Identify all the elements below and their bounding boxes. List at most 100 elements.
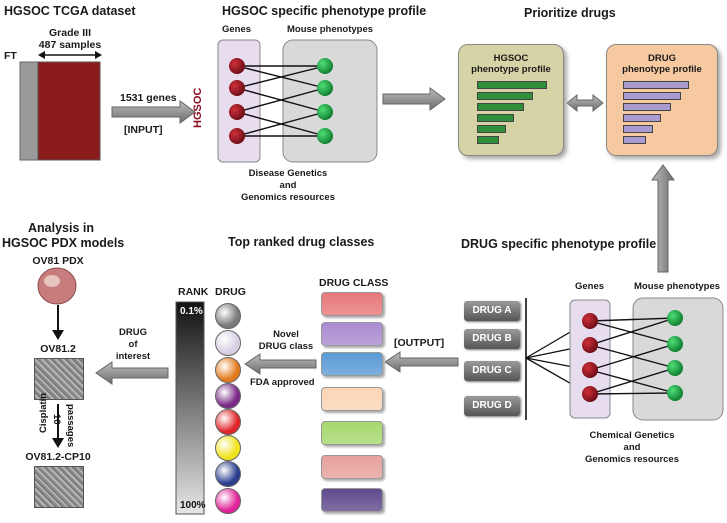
gene-panel-drug (569, 299, 611, 419)
output-label: [OUTPUT] (394, 337, 445, 349)
profile-bar (623, 136, 646, 144)
disease-resources-line3: Genomics resources (241, 192, 335, 203)
ov812-cp10-image (34, 466, 84, 508)
hgsoc-profile-title: HGSOC specific phenotype profile (222, 4, 427, 18)
profile-bar (477, 136, 499, 144)
edges-drug (589, 317, 676, 395)
analysis-title-line2: HGSOC PDX models (2, 236, 125, 250)
profile-bar (477, 103, 524, 111)
profile-arrow (382, 87, 446, 111)
phenotype-node (317, 58, 333, 74)
hgsoc-side-label: HGSOC (192, 87, 204, 128)
gene-node (229, 104, 245, 120)
drug-circle-2[interactable] (215, 330, 241, 356)
phenotype-node (667, 360, 683, 376)
gene-node (229, 128, 245, 144)
novel-label-line2: DRUG class (258, 341, 314, 352)
edges-top (236, 65, 326, 137)
drug-class-box-4[interactable] (321, 387, 383, 411)
ov812-image (34, 358, 84, 400)
profile-bar (477, 114, 514, 122)
drug-class-box-7[interactable] (321, 488, 383, 512)
rank-bottom-label: 100% (180, 500, 206, 511)
phenotype-node (667, 310, 683, 326)
tumor-block (37, 61, 101, 161)
analysis-title-line1: Analysis in (28, 221, 94, 235)
phenotype-node (317, 80, 333, 96)
drug-class-box-6[interactable] (321, 455, 383, 479)
ft-bar (19, 61, 39, 161)
drug-circle-1[interactable] (215, 303, 241, 329)
gene-node (582, 337, 598, 353)
rank-label: RANK (178, 286, 209, 298)
drug-profile-box: DRUG phenotype profile (606, 44, 718, 156)
grade-label: Grade III (48, 27, 91, 39)
samples-label: 487 samples (38, 39, 102, 51)
gene-node (229, 58, 245, 74)
up-arrow (651, 164, 675, 273)
drug-of-interest-line3: interest (115, 351, 151, 362)
genes-count-label: 1531 genes (120, 92, 177, 104)
hgsoc-profile-title-line1: HGSOC (493, 53, 529, 64)
drug-circle-5[interactable] (215, 409, 241, 435)
drug-circle-7[interactable] (215, 461, 241, 487)
phenotype-node (317, 104, 333, 120)
mouse-label-drug: Mouse phenotypes (634, 281, 721, 292)
genes-label-top: Genes (222, 24, 252, 35)
disease-resources-line1: Disease Genetics (248, 168, 328, 179)
profile-bar (623, 103, 671, 111)
drug-class-box-1[interactable] (321, 292, 383, 316)
drug-of-interest-line1: DRUG (119, 327, 147, 338)
gene-node (582, 362, 598, 378)
drug-class-box-3[interactable] (321, 352, 383, 376)
profile-bar (477, 92, 533, 100)
input-arrow (111, 100, 196, 124)
profile-bar (623, 114, 661, 122)
phenotype-node (667, 336, 683, 352)
tcga-title: HGSOC TCGA dataset (4, 4, 136, 18)
phenotype-panel-top (282, 39, 378, 163)
tumor-image-highlight (44, 275, 60, 287)
drug-profile-title-line2: phenotype profile (622, 64, 702, 75)
gene-node (229, 80, 245, 96)
drug-d-button[interactable]: DRUG D (464, 396, 520, 416)
compare-arrow (566, 93, 604, 113)
tumor-image (37, 267, 77, 305)
ft-label: FT (4, 50, 17, 62)
drug-circle-8[interactable] (215, 488, 241, 514)
samples-arrow-right-head (95, 51, 102, 59)
passages-num-label: 10 (51, 414, 62, 425)
genes-label-drug: Genes (575, 281, 605, 292)
drug-b-button[interactable]: DRUG B (464, 329, 520, 349)
mouse-label-top: Mouse phenotypes (287, 24, 374, 35)
class-to-rank-arrow (244, 353, 317, 375)
drug-circle-6[interactable] (215, 435, 241, 461)
ov812-label: OV81.2 (40, 343, 76, 355)
drug-class-box-5[interactable] (321, 421, 383, 445)
drug-of-interest-arrow (95, 361, 169, 385)
input-label: [INPUT] (124, 124, 163, 136)
prioritize-title: Prioritize drugs (524, 6, 616, 20)
drug-circle-3[interactable] (215, 357, 241, 383)
fda-label: FDA approved (250, 377, 315, 388)
ov81-pdx-label: OV81 PDX (32, 255, 84, 267)
top-ranked-title: Top ranked drug classes (228, 235, 375, 249)
drug-class-box-2[interactable] (321, 322, 383, 346)
drug-circle-4[interactable] (215, 383, 241, 409)
drug-label: DRUG (215, 286, 246, 298)
phenotype-node (317, 128, 333, 144)
novel-label-line1: Novel (273, 329, 299, 340)
gene-node (582, 386, 598, 402)
drug-of-interest-line2: of (128, 339, 138, 350)
samples-arrow-left-head (38, 51, 45, 59)
drug-a-button[interactable]: DRUG A (464, 301, 520, 321)
drug-c-button[interactable]: DRUG C (464, 361, 520, 381)
chemical-resources-line1: Chemical Genetics (589, 430, 675, 441)
profile-bar (477, 125, 506, 133)
passages-label: passages (65, 404, 76, 448)
rank-top-label: 0.1% (180, 306, 203, 317)
phenotype-node (667, 385, 683, 401)
chemical-resources-line2: and (623, 442, 641, 453)
gene-panel-top (217, 39, 261, 163)
